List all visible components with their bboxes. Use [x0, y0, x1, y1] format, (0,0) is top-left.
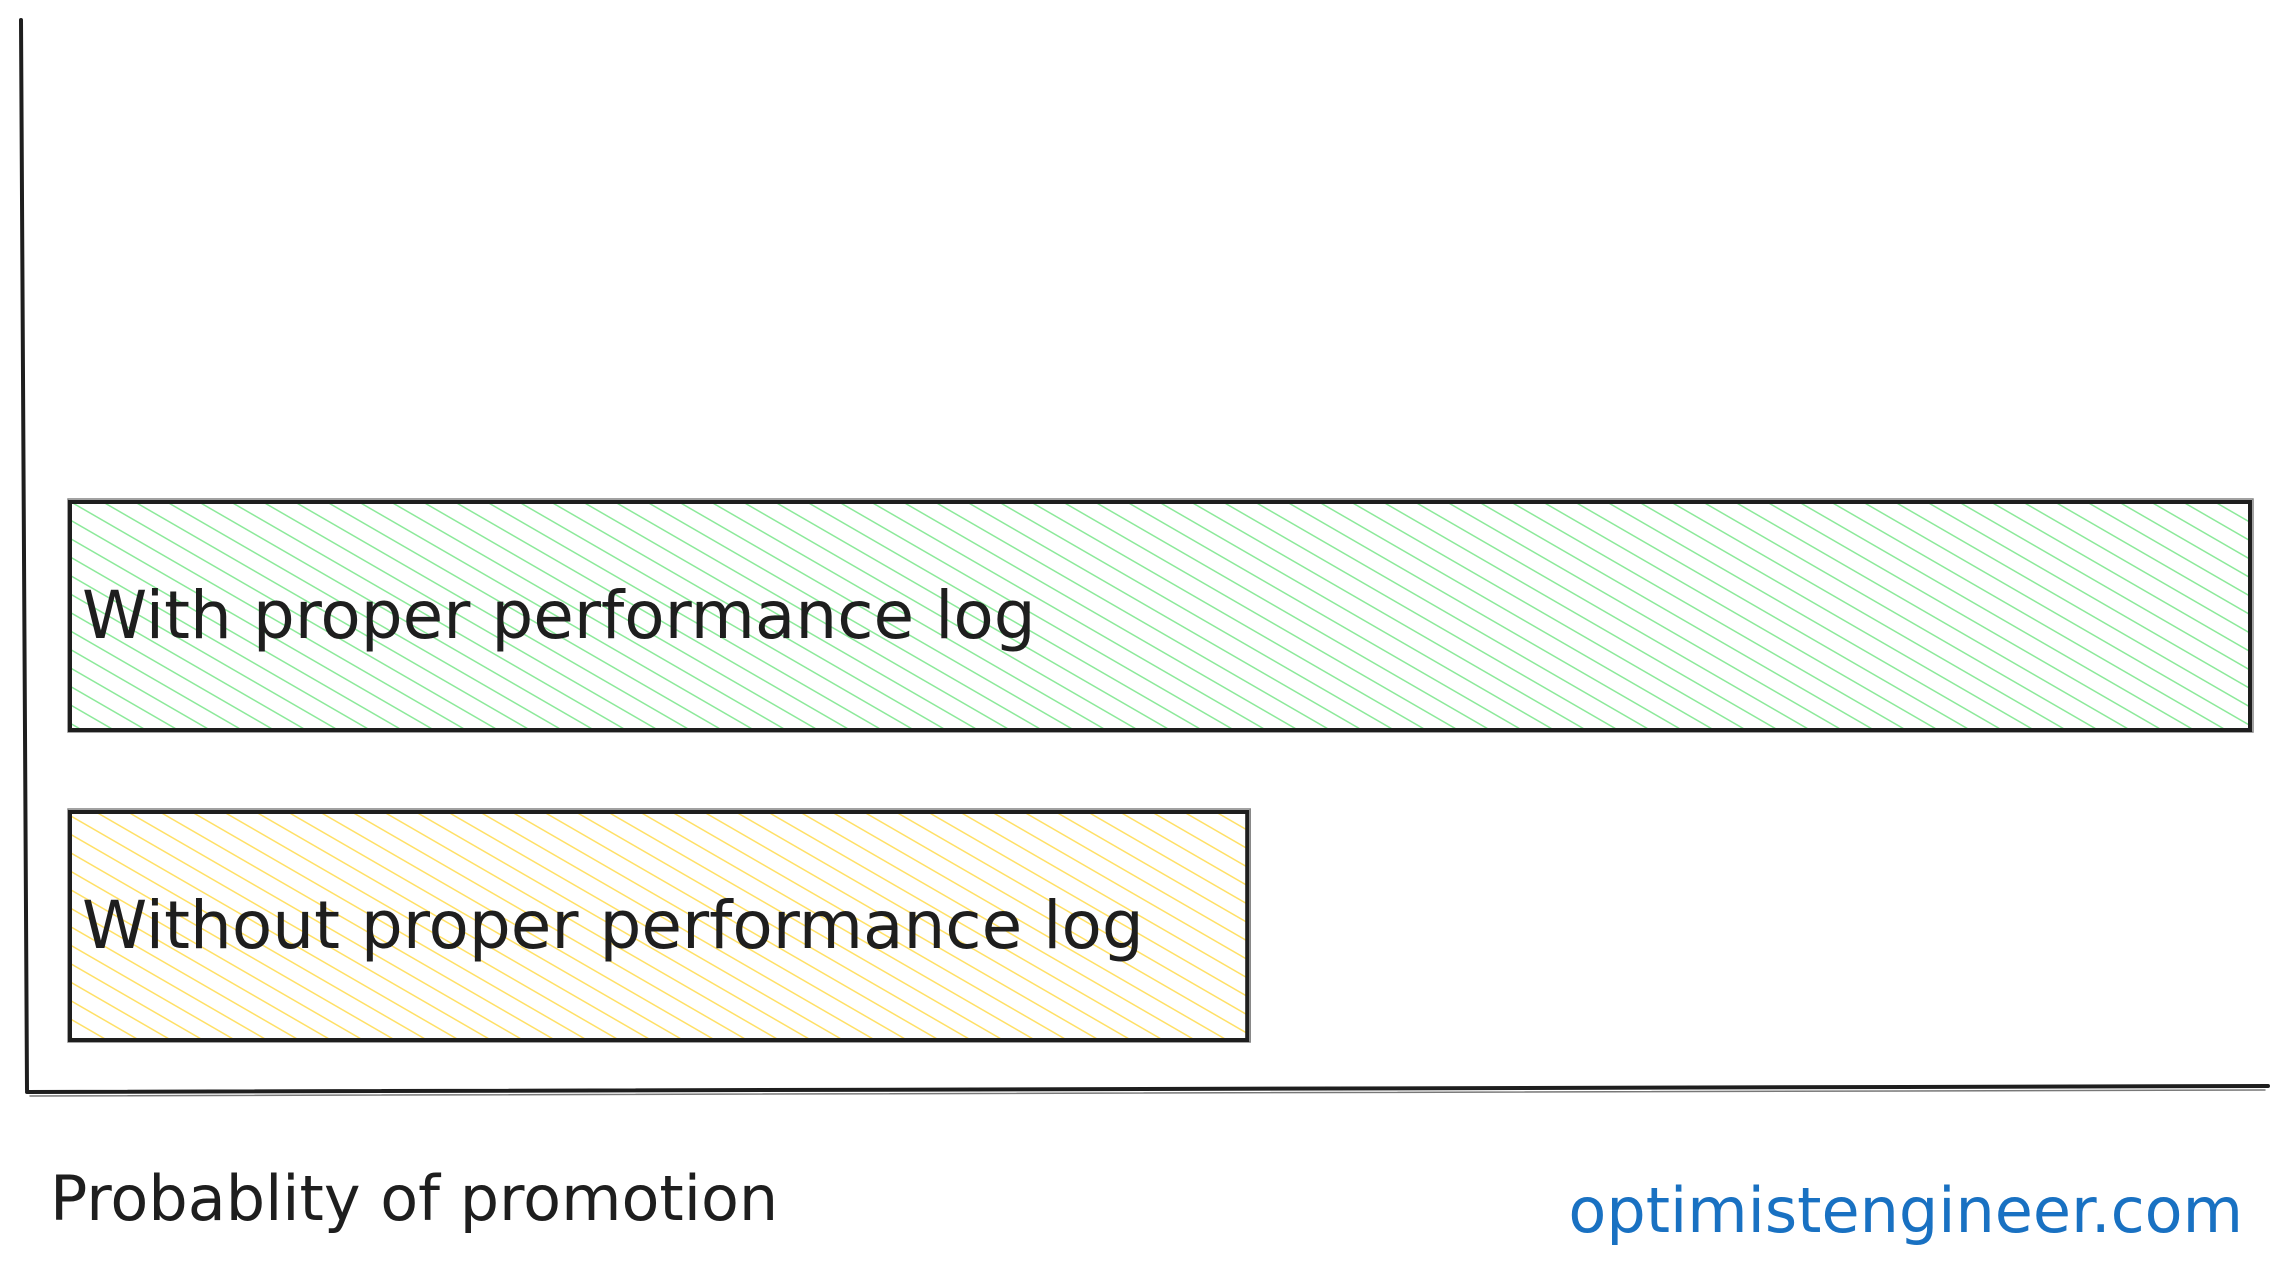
bar-fill — [70, 502, 2250, 730]
bar-fill — [70, 812, 1248, 1040]
bar — [68, 500, 2252, 732]
x-axis — [25, 1084, 2270, 1094]
y-axis — [19, 18, 29, 1092]
bar-label: With proper performance log — [82, 577, 1036, 654]
bar-group: With proper performance log — [67, 498, 2254, 733]
bar-label: Without proper performance log — [82, 887, 1144, 964]
bar-group: Without proper performance log — [67, 808, 1251, 1043]
bar-sketch-stroke — [67, 498, 2254, 733]
x-axis-label: Probablity of promotion — [50, 1162, 778, 1235]
bar-sketch-stroke — [67, 808, 1251, 1043]
bar — [68, 810, 1250, 1042]
x-axis-sketch-stroke — [29, 1089, 2266, 1097]
brand-watermark: optimistengineer.com — [1568, 1174, 2243, 1247]
